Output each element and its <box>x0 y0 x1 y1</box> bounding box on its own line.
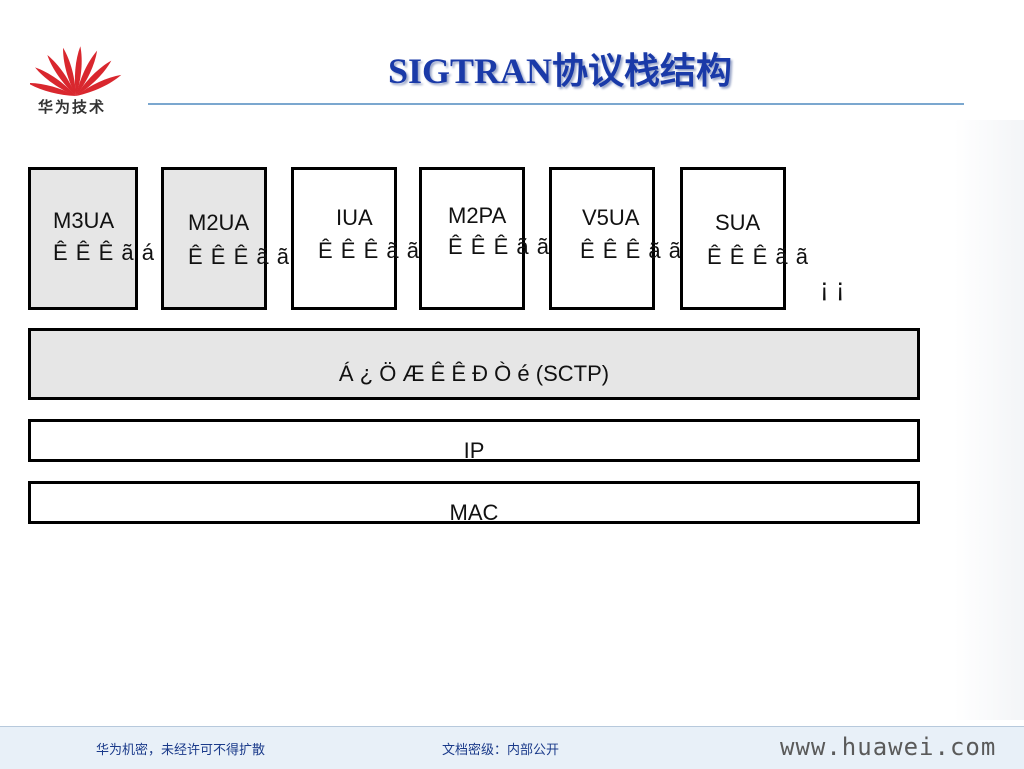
background-shadow <box>954 120 1024 720</box>
page-title: SIGTRAN协议栈结构 <box>387 51 733 91</box>
box-garbled-text: Ê Ê Ê ã ã <box>318 238 420 263</box>
box-garbled-text: Ê Ê Ê ã á <box>53 240 155 265</box>
m2ua-box: M2UA Ê Ê Ê ã ã <box>161 167 289 310</box>
sctp-layer: Á ¿ Ö Æ Ê Ê Ð Ò é (SCTP) <box>28 328 920 400</box>
v5ua-box: V5UA Ê Ê Ê ã ã <box>549 167 681 310</box>
huawei-logo-icon <box>30 46 122 96</box>
box-label: M3UA <box>53 208 115 233</box>
box-label: SUA <box>715 210 761 235</box>
box-label: M2PA <box>448 203 507 228</box>
layer-label: IP <box>463 438 485 463</box>
document-level: 文档密级：内部公开 <box>442 743 560 758</box>
logo-text: 华为技术 <box>38 98 107 116</box>
website-url: www.huawei.com <box>780 733 997 761</box>
box-garbled-text: Ê Ê Ê ã ã <box>707 244 809 269</box>
iua-box: IUA Ê Ê Ê ã ã <box>291 167 419 310</box>
footer-bar: 华为机密，未经许可不得扩散 文档密级：内部公开 www.huawei.com <box>0 726 1024 769</box>
mac-layer: MAC <box>28 481 920 525</box>
box-label: V5UA <box>582 205 640 230</box>
m2pa-box: M2PA Ê Ê Ê ã ã <box>419 167 549 310</box>
box-garbled-text: Ê Ê Ê ã ã <box>580 238 682 263</box>
box-garbled-text: Ê Ê Ê ã ã <box>188 244 290 269</box>
sua-box: SUA Ê Ê Ê ã ã <box>680 167 808 310</box>
box-garbled-text: Ê Ê Ê ã ã <box>448 234 550 259</box>
confidential-notice: 华为机密，未经许可不得扩散 <box>96 743 266 758</box>
title-divider <box>148 103 964 105</box>
box-label: IUA <box>336 205 373 230</box>
ellipsis-note: ¡ ¡ ­ <box>820 272 852 302</box>
m3ua-box: M3UA Ê Ê Ê ã á <box>28 167 154 310</box>
box-label: M2UA <box>188 210 250 235</box>
ip-layer: IP <box>28 419 920 463</box>
layer-label: Á ¿ Ö Æ Ê Ê Ð Ò é (SCTP) <box>338 361 610 386</box>
layer-label: MAC <box>449 500 499 525</box>
